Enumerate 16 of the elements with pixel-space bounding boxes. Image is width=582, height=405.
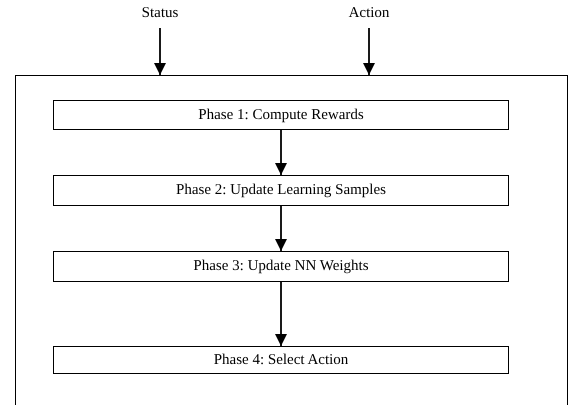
arrow	[363, 28, 375, 75]
input-label: Status	[142, 5, 178, 21]
phase-box	[53, 175, 509, 206]
phase-label: Phase 3: Update NN Weights	[193, 258, 369, 275]
phase-box	[53, 100, 509, 130]
arrow	[275, 130, 287, 175]
system-frame	[15, 75, 568, 405]
arrow	[154, 28, 166, 75]
arrow	[275, 206, 287, 251]
phase-label: Phase 1: Compute Rewards	[198, 106, 364, 124]
phase-label: Phase 4: Select Action	[214, 352, 348, 368]
phase-label: Phase 2: Update Learning Samples	[176, 182, 386, 199]
phase-box	[53, 251, 509, 282]
phase-box	[53, 346, 509, 374]
input-label: Action	[348, 5, 390, 21]
arrow	[275, 282, 287, 346]
